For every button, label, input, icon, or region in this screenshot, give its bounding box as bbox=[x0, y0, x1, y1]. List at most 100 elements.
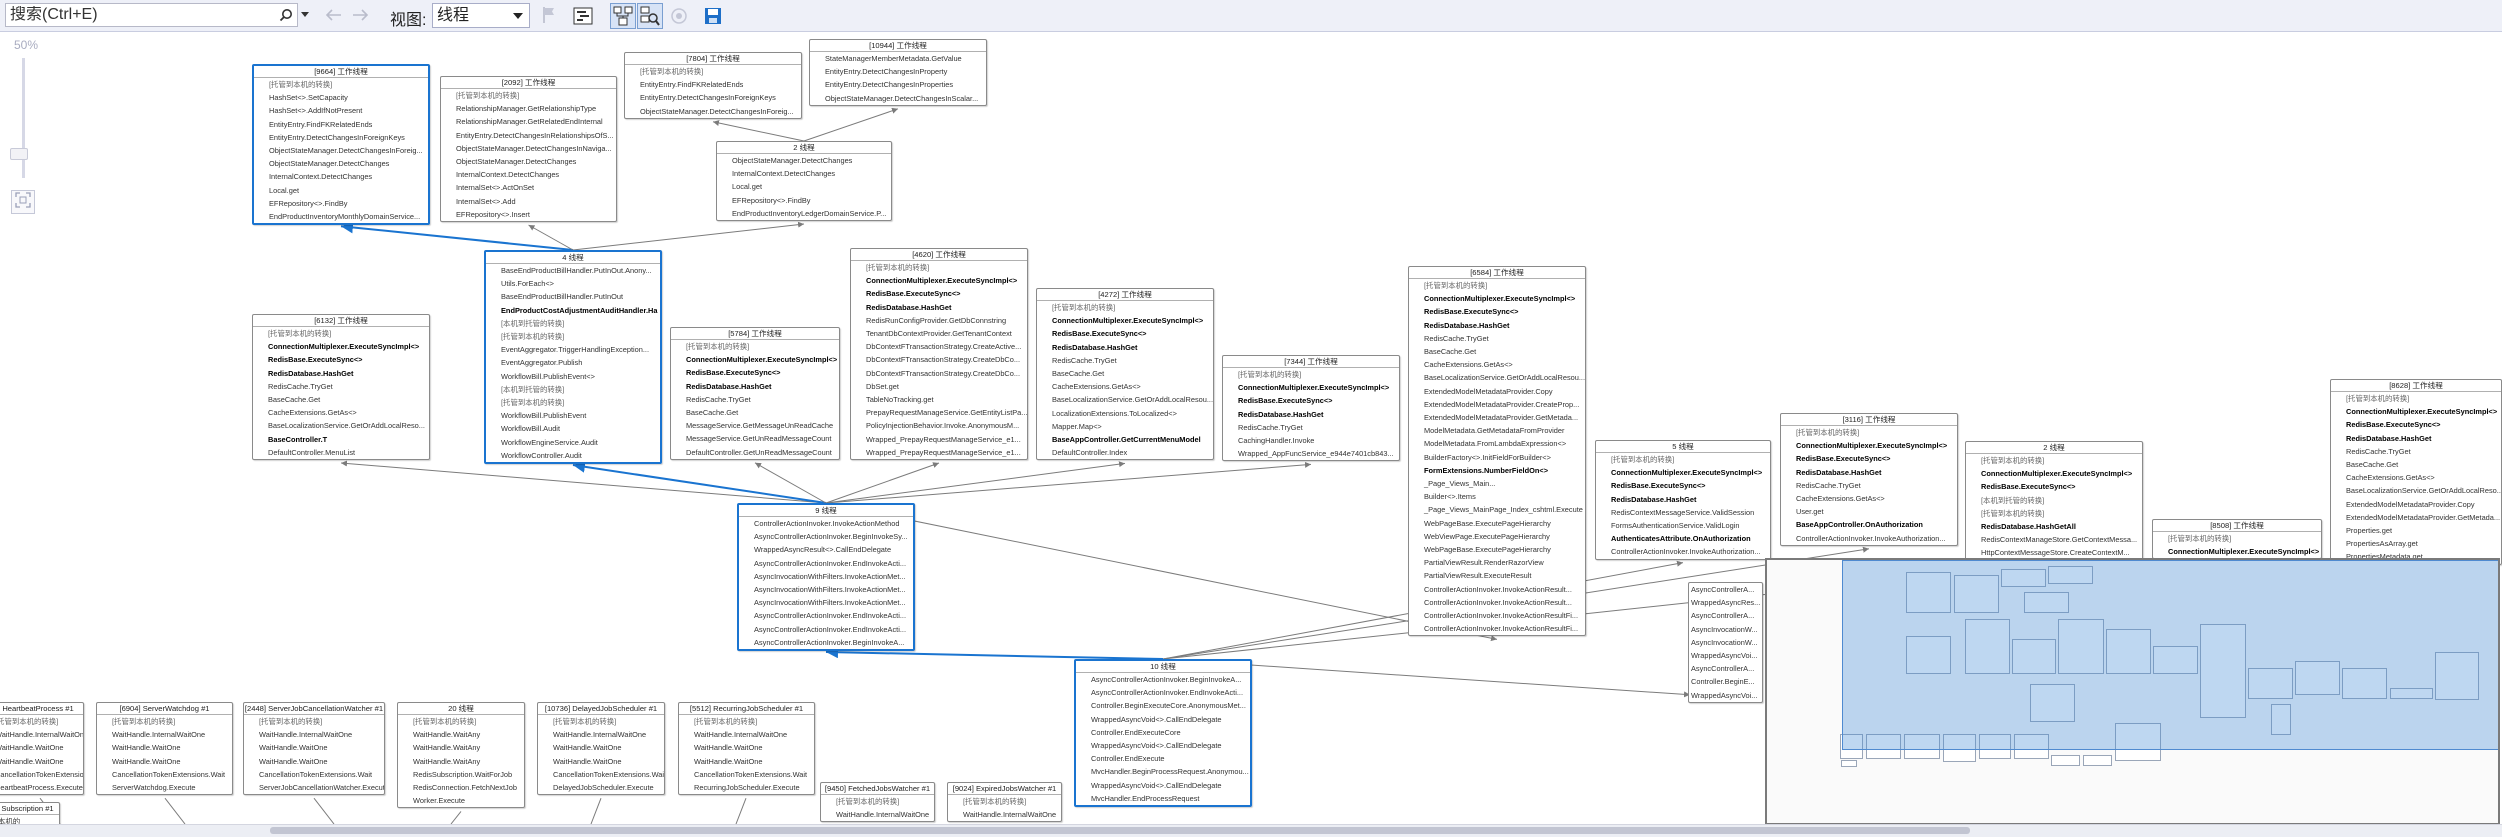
stack-frame[interactable]: BaseEndProductBillHandler.PutInOut bbox=[501, 292, 624, 302]
stack-frame[interactable]: WaitHandle.InternalWaitOne bbox=[553, 730, 647, 740]
stack-frame[interactable]: CacheExtensions.GetAs<> bbox=[1424, 360, 1513, 370]
stack-frame[interactable]: BaseCache.Get bbox=[686, 408, 739, 418]
stack-frame[interactable]: CancellationTokenExtensions.Wait bbox=[553, 769, 664, 779]
stack-frame[interactable]: RedisCache.TryGet bbox=[686, 394, 751, 404]
stack-frame[interactable]: RedisDatabase.HashGet bbox=[1611, 494, 1697, 504]
stack-frame[interactable]: InternalSet<>.ActOnSet bbox=[456, 183, 535, 193]
stack-frame[interactable]: BaseController.T bbox=[268, 434, 328, 444]
stack-frame[interactable]: WrappedAsyncVoid<>.CallEndDelegate bbox=[1091, 780, 1222, 790]
stack-frame[interactable]: RelationshipManager.GetRelatedEndInterna… bbox=[456, 117, 603, 127]
stack-frame[interactable]: Wrapped_PrepayRequestManageService_e1... bbox=[866, 447, 1021, 457]
stack-node-n10736[interactable]: [10736] DelayedJobScheduler #1[托管到本机的转换]… bbox=[537, 702, 665, 796]
stack-frame[interactable]: ExtendedModelMetadataProvider.Copy bbox=[2346, 499, 2475, 509]
stack-frame[interactable]: RedisDatabase.HashGet bbox=[686, 381, 772, 391]
stack-frame[interactable]: ConnectionMultiplexer.ExecuteSyncImpl<> bbox=[2346, 407, 2498, 417]
stack-frame[interactable]: ObjectStateManager.DetectChangesInScalar… bbox=[825, 93, 979, 103]
stack-frame[interactable]: AsyncControllerA... bbox=[1691, 585, 1755, 594]
stack-frame[interactable]: WrappedAsyncRes... bbox=[1691, 598, 1761, 608]
stack-frame[interactable]: RedisBase.ExecuteSync<> bbox=[1796, 454, 1891, 464]
stack-frame[interactable]: ConnectionMultiplexer.ExecuteSyncImpl<> bbox=[866, 276, 1018, 286]
stack-frame[interactable]: [托管到本机的转换] bbox=[1052, 303, 1116, 312]
stack-frame[interactable]: ConnectionMultiplexer.ExecuteSyncImpl<> bbox=[1424, 294, 1576, 304]
gantt-toggle-icon[interactable] bbox=[571, 4, 595, 28]
stack-frame[interactable]: Properties.get bbox=[2346, 526, 2393, 536]
stack-frame[interactable]: HttpContextMessageStore.CreateContextM..… bbox=[1981, 548, 2130, 558]
stack-frame[interactable]: MessageService.GetMessageUnReadCache bbox=[686, 421, 834, 431]
stack-frame[interactable]: 本机的 bbox=[0, 817, 21, 826]
stack-frame[interactable]: BaseLocalizationService.GetOrAddLocalRes… bbox=[1052, 395, 1213, 405]
stack-frame[interactable]: BaseCache.Get bbox=[268, 395, 321, 405]
stack-frame[interactable]: [托管到本机的转换] bbox=[686, 342, 750, 351]
stack-frame[interactable]: ExtendedModelMetadataProvider.GetMetada.… bbox=[1424, 413, 1579, 423]
stack-frame[interactable]: EntityEntry.DetectChangesInRelationships… bbox=[456, 130, 614, 140]
stack-frame[interactable]: WaitHandle.WaitOne bbox=[259, 743, 328, 753]
stack-frame[interactable]: WorkflowBill.PublishEvent bbox=[501, 411, 587, 421]
stack-frame[interactable]: WorkflowEngineService.Audit bbox=[501, 437, 598, 447]
auto-scroll-icon[interactable] bbox=[637, 3, 663, 29]
stack-frame[interactable]: WrappedAsyncVoid<>.CallEndDelegate bbox=[1091, 741, 1222, 751]
stack-frame[interactable]: RedisDatabase.HashGet bbox=[1424, 320, 1510, 330]
stack-frame[interactable]: BaseAppController.OnAuthorization bbox=[1796, 520, 1923, 530]
stack-frame[interactable]: Wrapped_AppFuncService_e944e7401cb843... bbox=[1238, 449, 1394, 459]
stack-frame[interactable]: AsyncInvocationWithFilters.InvokeActionM… bbox=[754, 585, 906, 595]
stack-frame[interactable]: WaitHandle.WaitOne bbox=[553, 756, 622, 766]
stack-frame[interactable]: WaitHandle.WaitOne bbox=[694, 743, 763, 753]
stack-frame[interactable]: AsyncInvocationW... bbox=[1691, 637, 1758, 647]
minimap-viewport[interactable] bbox=[1842, 560, 2498, 750]
stack-frame[interactable]: WaitHandle.WaitOne bbox=[259, 756, 328, 766]
stack-node-n6132[interactable]: [6132] 工作线程[托管到本机的转换]ConnectionMultiplex… bbox=[252, 314, 430, 461]
stack-frame[interactable]: [托管到本机的转换] bbox=[836, 797, 900, 806]
stack-frame[interactable]: WaitHandle.InternalWaitOne bbox=[259, 730, 353, 740]
stack-frame[interactable]: ObjectStateManager.DetectChanges bbox=[732, 156, 853, 165]
stack-frame[interactable]: AsyncControllerActionInvoker.BeginInvoke… bbox=[754, 532, 908, 542]
stack-frame[interactable]: CacheExtensions.GetAs<> bbox=[268, 408, 357, 418]
stack-frame[interactable]: AsyncControllerA... bbox=[1691, 664, 1755, 674]
stack-frame[interactable]: MvcHandler.EndProcessRequest bbox=[1091, 793, 1200, 803]
stack-frame[interactable]: WaitHandle.WaitOne bbox=[553, 743, 622, 753]
stack-frame[interactable]: DelayedJobScheduler.Execute bbox=[553, 783, 654, 793]
stack-frame[interactable]: RedisDatabase.HashGet bbox=[1238, 409, 1324, 419]
stack-frame[interactable]: InternalContext.DetectChanges bbox=[732, 169, 836, 179]
stack-frame[interactable]: AsyncInvocationWithFilters.InvokeActionM… bbox=[754, 571, 906, 581]
stack-frame[interactable]: WorkflowBill.PublishEvent<> bbox=[501, 371, 595, 381]
stack-frame[interactable]: ConnectionMultiplexer.ExecuteSyncImpl<> bbox=[1238, 383, 1390, 393]
stack-frame[interactable]: TableNoTracking.get bbox=[866, 395, 934, 405]
stack-frame[interactable]: Builder<>.Items bbox=[1424, 492, 1476, 502]
stack-frame[interactable]: [托管到本机的转换] bbox=[413, 717, 477, 726]
stack-node-n2tb[interactable]: 2 线程[托管到本机的转换]ConnectionMultiplexer.Exec… bbox=[1965, 441, 2143, 561]
camera-icon[interactable] bbox=[668, 5, 690, 27]
stack-frame[interactable]: Wrapped_PrepayRequestManageService_e1... bbox=[866, 434, 1021, 444]
stack-frame[interactable]: ControllerActionInvoker.InvokeActionResu… bbox=[1424, 597, 1572, 607]
stack-frame[interactable]: ControllerActionInvoker.InvokeAuthorizat… bbox=[1796, 533, 1946, 543]
stack-frame[interactable]: EntityEntry.DetectChangesInForeignKeys bbox=[640, 93, 776, 103]
stack-frame[interactable]: [托管到本机的转换] bbox=[501, 398, 565, 408]
stack-node-n4272[interactable]: [4272] 工作线程[托管到本机的转换]ConnectionMultiplex… bbox=[1036, 288, 1214, 461]
stack-frame[interactable]: AsyncControllerActionInvoker.BeginInvoke… bbox=[1091, 675, 1242, 684]
stack-frame[interactable]: [托管到本机的转换] bbox=[501, 332, 565, 342]
stack-frame[interactable]: WaitHandle.InternalWaitOne bbox=[112, 730, 206, 740]
stack-node-n5t[interactable]: 5 线程[托管到本机的转换]ConnectionMultiplexer.Exec… bbox=[1595, 440, 1771, 560]
stack-frame[interactable]: _Page_Views_Main... bbox=[1424, 479, 1496, 489]
stack-frame[interactable]: RedisBase.ExecuteSync<> bbox=[866, 289, 961, 299]
stack-frame[interactable]: WrappedAsyncVoi... bbox=[1691, 651, 1758, 661]
stack-frame[interactable]: WaitHandle.InternalWaitOne bbox=[694, 730, 788, 740]
stack-frame[interactable]: ObjectStateManager.DetectChangesInNaviga… bbox=[456, 143, 612, 153]
stack-frame[interactable]: CachingHandler.Invoke bbox=[1238, 436, 1315, 446]
stack-frame[interactable]: [托管到本机的转换] bbox=[456, 91, 520, 100]
stack-frame[interactable]: EndProductInventoryLedgerDomainService.P… bbox=[732, 208, 887, 218]
stack-frame[interactable]: WebPageBase.ExecutePageHierarchy bbox=[1424, 545, 1551, 555]
stack-frame[interactable]: WrappedAsyncResult<>.CallEndDelegate bbox=[754, 545, 892, 555]
stack-frame[interactable]: EFRepository<>.FindBy bbox=[732, 195, 811, 205]
stack-frame[interactable]: WebPageBase.ExecutePageHierarchy bbox=[1424, 518, 1551, 528]
stack-frame[interactable]: CancellationTokenExtensions.Wait bbox=[0, 769, 83, 779]
stack-frame[interactable]: EventAggregator.Publish bbox=[501, 358, 583, 368]
stack-frame[interactable]: InternalContext.DetectChanges bbox=[269, 172, 373, 182]
zoom-slider-thumb[interactable] bbox=[10, 148, 28, 160]
stack-frame[interactable]: BaseAppController.GetCurrentMenuModel bbox=[1052, 435, 1201, 445]
stack-frame[interactable]: AuthenticatesAttribute.OnAuthorization bbox=[1611, 534, 1751, 544]
stack-frame[interactable]: RedisBase.ExecuteSync<> bbox=[1424, 307, 1519, 317]
stack-frame[interactable]: WaitHandle.WaitAny bbox=[413, 730, 481, 740]
